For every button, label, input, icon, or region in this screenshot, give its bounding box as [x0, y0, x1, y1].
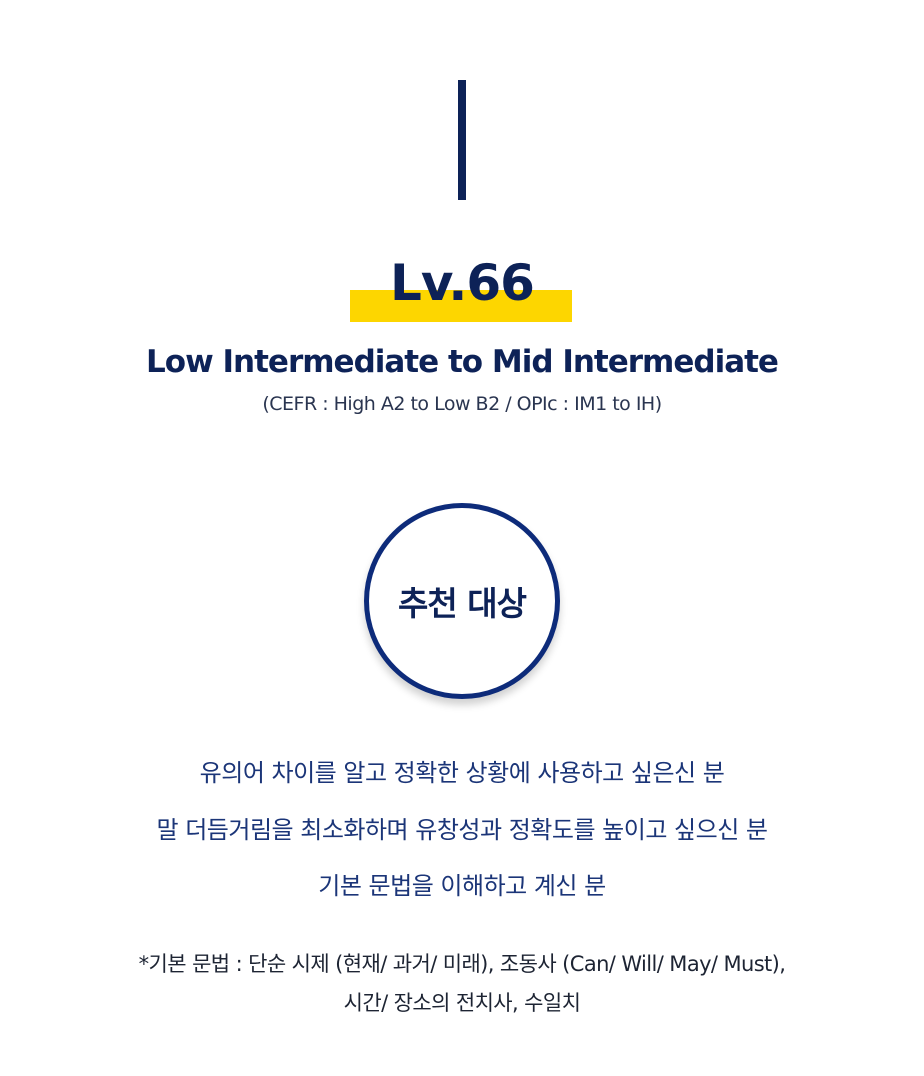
level-equivalence: (CEFR : High A2 to Low B2 / OPIc : IM1 t… — [262, 393, 662, 415]
grammar-note-line-1: *기본 문법 : 단순 시제 (현재/ 과거/ 미래), 조동사 (Can/ W… — [138, 952, 786, 976]
level-highlight-bar — [350, 290, 572, 322]
recommended-badge-circle: 추천 대상 — [364, 503, 560, 699]
grammar-note-line-2: 시간/ 장소의 전치사, 수일치 — [343, 991, 581, 1015]
level-label: Lv.66 — [390, 254, 535, 312]
recommended-badge-label: 추천 대상 — [398, 584, 527, 623]
target-item: 기본 문법을 이해하고 계신 분 — [318, 872, 606, 900]
target-item: 말 더듬거림을 최소화하며 유창성과 정확도를 높이고 싶으신 분 — [156, 816, 768, 844]
target-item: 유의어 차이를 알고 정확한 상황에 사용하고 싶은신 분 — [199, 759, 725, 787]
decorative-vertical-line — [458, 80, 466, 200]
level-title: Low Intermediate to Mid Intermediate — [146, 344, 779, 380]
level-heading: Lv.66 — [0, 250, 924, 326]
